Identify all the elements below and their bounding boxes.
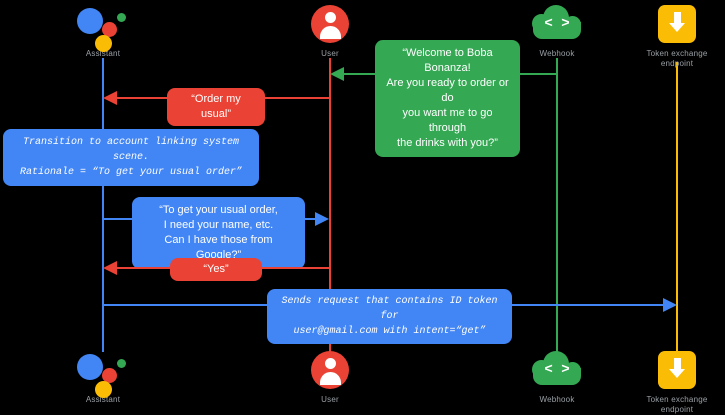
actor-label-assistant-top: Assistant: [85, 49, 121, 58]
lifeline-token-endpoint: [676, 62, 678, 352]
arrow-head-yes: [103, 261, 117, 275]
token-label-line2: endpoint: [660, 59, 694, 68]
token-label-line2: endpoint: [660, 405, 694, 414]
order-my-usual-line-1: “Order my usual”: [191, 93, 241, 120]
user-icon: [270, 348, 390, 392]
token-label-line1: Token exchange: [646, 395, 708, 404]
arrow-head-welcome: [330, 67, 344, 81]
welcome-line-2: Are you ready to order or do: [386, 77, 509, 104]
need-name-line-1: “To get your usual order,: [159, 204, 278, 216]
user-icon: [270, 2, 390, 46]
actor-user-top: User: [270, 2, 390, 59]
cloud-code-glyph: < >: [544, 16, 570, 32]
actor-webhook-top: < > Webhook: [497, 2, 617, 59]
actor-label-assistant-bottom: Assistant: [85, 395, 121, 404]
message-bubble-welcome: “Welcome to Boba Bonanza! Are you ready …: [375, 40, 520, 157]
google-assistant-icon: [43, 348, 163, 398]
download-box-icon: [617, 348, 725, 392]
yes-line-1: “Yes”: [203, 263, 229, 275]
actor-label-webhook-bottom: Webhook: [539, 395, 575, 404]
message-bubble-yes: “Yes”: [170, 258, 262, 281]
need-name-line-2: I need your name, etc.: [163, 219, 274, 231]
token-label-line1: Token exchange: [646, 49, 708, 58]
actor-token-endpoint-top: Token exchange endpoint: [617, 2, 725, 69]
actor-label-webhook-top: Webhook: [539, 49, 575, 58]
welcome-line-4: the drinks with you?”: [397, 137, 498, 149]
transition-note-line-1: Transition to account linking system sce…: [22, 137, 240, 163]
actor-label-token-endpoint-top: Token exchange endpoint: [617, 49, 725, 69]
note-transition: Transition to account linking system sce…: [3, 129, 259, 186]
cloud-code-icon: < >: [497, 348, 617, 392]
google-assistant-icon: [43, 2, 163, 52]
welcome-line-3: you want me to go through: [402, 107, 493, 134]
actor-assistant-top: Assistant: [43, 2, 163, 59]
cloud-code-icon: < >: [497, 2, 617, 46]
actor-label-user-top: User: [321, 49, 339, 58]
lifeline-assistant: [102, 58, 104, 352]
actor-label-token-endpoint-bottom: Token exchange endpoint: [617, 395, 725, 415]
actor-user-bottom: User: [270, 348, 390, 405]
message-bubble-order-my-usual: “Order my usual”: [167, 88, 265, 126]
arrow-head-need-name: [315, 212, 329, 226]
actor-token-endpoint-bottom: Token exchange endpoint: [617, 348, 725, 415]
arrow-head-order-my-usual: [103, 91, 117, 105]
lifeline-user: [329, 58, 331, 352]
download-box-icon: [617, 2, 725, 46]
welcome-line-1: “Welcome to Boba Bonanza!: [402, 47, 493, 74]
message-bubble-sends-request: Sends request that contains ID token for…: [267, 289, 512, 344]
actor-webhook-bottom: < > Webhook: [497, 348, 617, 405]
actor-assistant-bottom: Assistant: [43, 348, 163, 405]
actor-label-user-bottom: User: [321, 395, 339, 404]
sends-request-line-2: user@gmail.com with intent=“get”: [293, 326, 486, 337]
arrow-head-sends-request: [663, 298, 677, 312]
sends-request-line-1: Sends request that contains ID token for: [281, 296, 498, 322]
lifeline-webhook: [556, 58, 558, 352]
cloud-code-glyph: < >: [544, 362, 570, 378]
transition-note-line-2: Rationale = “To get your usual order”: [19, 167, 243, 178]
